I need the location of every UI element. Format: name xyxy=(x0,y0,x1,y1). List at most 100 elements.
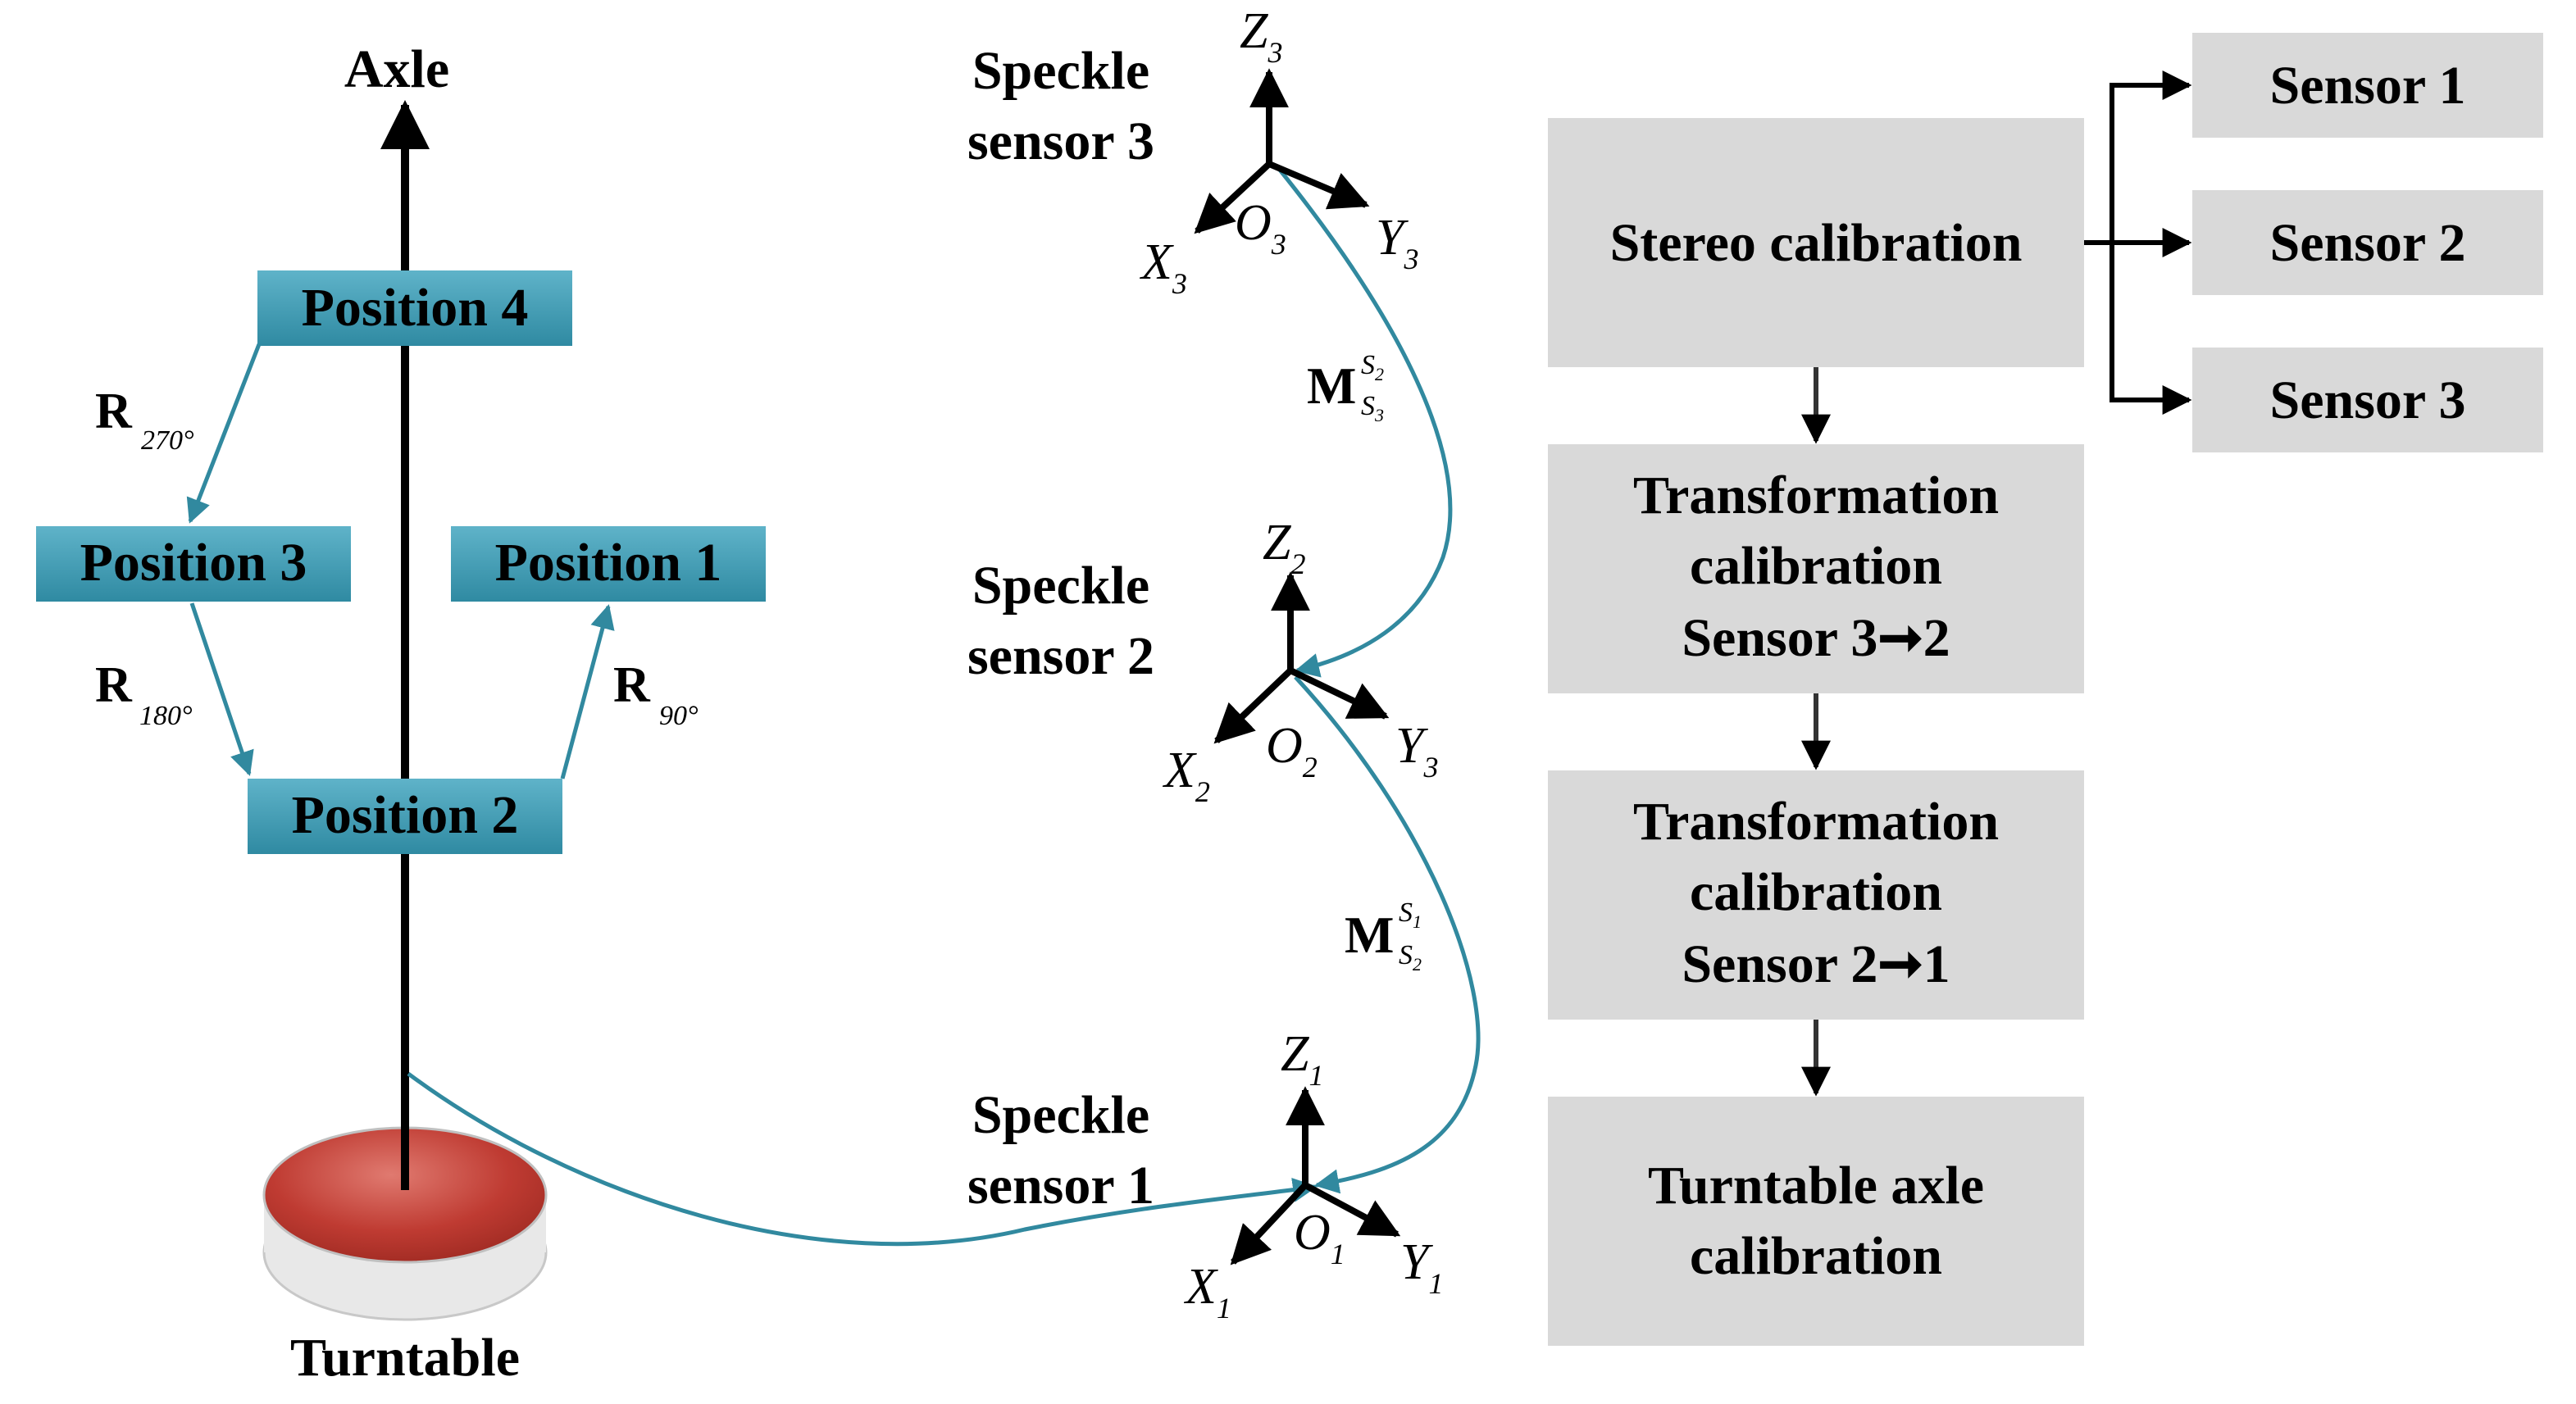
svg-text:Y3: Y3 xyxy=(1395,718,1438,784)
arrow-p3-to-p2 xyxy=(189,602,254,776)
output-sensor-3-label: Sensor 3 xyxy=(2270,370,2466,430)
rotation-180-label: R 180° xyxy=(95,657,193,731)
frame1-z: Z xyxy=(1281,1026,1309,1082)
arrow-p4-to-p3 xyxy=(186,343,262,524)
turntable-axle-calibration-box: Turntable axle calibration xyxy=(1548,1097,2084,1346)
sensor-1-line2: sensor 1 xyxy=(967,1156,1154,1215)
frame2-x-sub: 2 xyxy=(1195,775,1210,808)
svg-text:O1: O1 xyxy=(1294,1205,1345,1270)
frame3-z: Z xyxy=(1240,3,1268,59)
sensor-2-line1: Speckle xyxy=(972,556,1149,616)
coordinate-frame-2: Z2 Y3 X2 O2 xyxy=(1162,515,1438,808)
position-2-box: Position 2 xyxy=(248,779,562,854)
matrix-21-sup-sub: 1 xyxy=(1413,911,1422,932)
trans32-line2: calibration xyxy=(1690,536,1942,596)
rotation-180-sub: 180° xyxy=(139,701,193,731)
svg-text:X2: X2 xyxy=(1162,743,1210,808)
matrix-21-symbol: M xyxy=(1345,906,1394,964)
trans21-line3: Sensor 2➞1 xyxy=(1682,934,1950,994)
position-2-label: Position 2 xyxy=(292,785,519,845)
rotation-270-label: R 270° xyxy=(95,384,194,456)
turntable-cal-line2: calibration xyxy=(1690,1226,1942,1286)
turntable-cal-line1: Turntable axle xyxy=(1648,1156,1984,1215)
speckle-sensor-2-label: Speckle sensor 2 xyxy=(967,556,1154,686)
frame1-o-sub: 1 xyxy=(1331,1238,1345,1270)
frame1-z-sub: 1 xyxy=(1308,1059,1323,1092)
sensor-3-line2: sensor 3 xyxy=(967,111,1154,171)
frame3-x-sub: 3 xyxy=(1172,267,1187,300)
matrix-21-sub-sub: 2 xyxy=(1413,954,1422,975)
transformation-2-1-box: Transformation calibration Sensor 2➞1 xyxy=(1548,770,2084,1020)
axle-label: Axle xyxy=(344,39,449,99)
output-sensor-2-label: Sensor 2 xyxy=(2270,213,2466,273)
matrix-s3-to-s2-label: M S2 S3 xyxy=(1307,350,1384,425)
frame2-x: X xyxy=(1162,743,1197,798)
rotation-90-label: R 90° xyxy=(613,657,699,731)
speckle-sensor-3-label: Speckle sensor 3 xyxy=(967,41,1154,171)
matrix-32-symbol: M xyxy=(1307,357,1356,415)
curve-sensor3-to-sensor2 xyxy=(1277,167,1453,678)
svg-text:Z1: Z1 xyxy=(1281,1026,1323,1092)
coordinate-frame-3: Z3 Y3 X3 O3 xyxy=(1139,3,1418,300)
trans32-line3: Sensor 3➞2 xyxy=(1682,608,1950,668)
matrix-32-sub-sub: 3 xyxy=(1374,405,1384,425)
matrix-21-sup: S xyxy=(1399,897,1413,928)
svg-text:O2: O2 xyxy=(1266,718,1318,784)
position-1-box: Position 1 xyxy=(451,526,766,602)
sensor-3-line1: Speckle xyxy=(972,41,1149,101)
turntable-label: Turntable xyxy=(290,1328,520,1388)
svg-text:Z2: Z2 xyxy=(1263,515,1305,580)
frame3-y: Y xyxy=(1376,210,1409,266)
frame1-x: X xyxy=(1183,1259,1218,1315)
frame3-x: X xyxy=(1139,234,1174,290)
frame2-y: Y xyxy=(1395,718,1428,774)
svg-text:S2: S2 xyxy=(1361,350,1384,384)
transformation-3-2-box: Transformation calibration Sensor 3➞2 xyxy=(1548,444,2084,693)
rotation-180-symbol: R xyxy=(95,657,133,713)
position-1-label: Position 1 xyxy=(495,533,722,593)
matrix-21-sub: S xyxy=(1399,940,1413,970)
sensor-1-line1: Speckle xyxy=(972,1085,1149,1145)
frame3-y-sub: 3 xyxy=(1403,243,1418,275)
svg-text:Y1: Y1 xyxy=(1400,1234,1443,1300)
matrix-32-sub: S xyxy=(1361,391,1375,421)
sensor-2-line2: sensor 2 xyxy=(967,626,1154,686)
svg-text:X1: X1 xyxy=(1183,1259,1231,1324)
trans21-line1: Transformation xyxy=(1633,792,1999,852)
svg-text:S1: S1 xyxy=(1399,897,1422,932)
position-3-box: Position 3 xyxy=(36,526,351,602)
stereo-branch-connectors xyxy=(2084,70,2192,415)
turntable xyxy=(262,1126,548,1321)
output-sensor-3-box: Sensor 3 xyxy=(2192,348,2543,452)
position-3-label: Position 3 xyxy=(80,533,307,593)
svg-text:S3: S3 xyxy=(1361,391,1384,425)
frame1-y: Y xyxy=(1400,1234,1433,1290)
frame3-z-sub: 3 xyxy=(1267,36,1282,69)
rotation-90-symbol: R xyxy=(613,657,651,713)
matrix-32-sup-sub: 2 xyxy=(1375,364,1384,384)
speckle-sensor-1-label: Speckle sensor 1 xyxy=(967,1085,1154,1215)
frame2-o-sub: 2 xyxy=(1303,751,1318,784)
matrix-32-sup: S xyxy=(1361,350,1375,380)
matrix-s2-to-s1-label: M S1 S2 xyxy=(1345,897,1422,975)
svg-text:O3: O3 xyxy=(1235,195,1286,261)
coordinate-frame-1: Z1 Y1 X1 O1 xyxy=(1183,1026,1443,1324)
rotation-90-sub: 90° xyxy=(659,701,699,731)
output-sensor-1-box: Sensor 1 xyxy=(2192,33,2543,138)
trans32-line1: Transformation xyxy=(1633,466,1999,525)
position-4-label: Position 4 xyxy=(302,278,529,338)
stereo-calibration-box: Stereo calibration xyxy=(1548,118,2084,367)
frame2-y-sub: 3 xyxy=(1422,751,1438,784)
svg-text:S2: S2 xyxy=(1399,940,1422,975)
arrow-p2-to-p1 xyxy=(560,604,615,779)
frame3-o: O xyxy=(1235,195,1272,251)
output-sensor-2-box: Sensor 2 xyxy=(2192,190,2543,295)
frame2-z: Z xyxy=(1263,515,1291,570)
frame3-o-sub: 3 xyxy=(1271,228,1286,261)
curve-sensor2-to-sensor1 xyxy=(1294,675,1481,1194)
frame2-z-sub: 2 xyxy=(1290,548,1305,580)
frame2-o: O xyxy=(1266,718,1303,774)
rotation-270-symbol: R xyxy=(95,384,133,439)
